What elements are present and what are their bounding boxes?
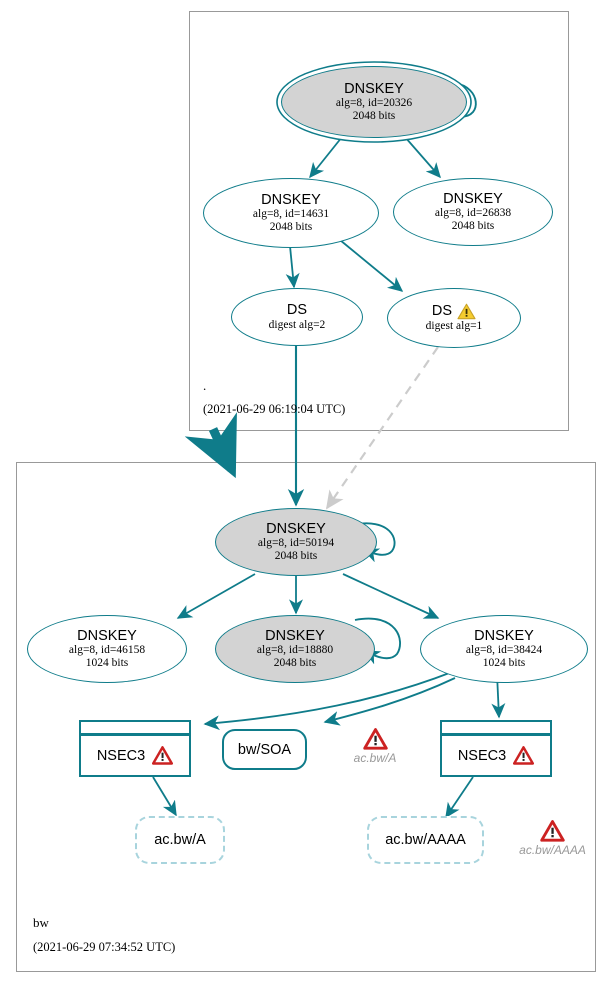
- zone-label-bw: bw: [33, 915, 49, 930]
- nsec3-label: NSEC3: [96, 747, 146, 764]
- node-dnskey-38424[interactable]: DNSKEY alg=8, id=38424 1024 bits: [420, 615, 588, 683]
- node-keysize: 2048 bits: [269, 220, 313, 233]
- node-title: DNSKEY: [265, 627, 325, 644]
- node-ds-digest-alg-2[interactable]: DS digest alg=2: [231, 288, 363, 346]
- error-triangle-icon: [513, 746, 535, 765]
- node-nsec3-right[interactable]: NSEC3: [440, 720, 552, 777]
- node-dnskey-18880[interactable]: DNSKEY alg=8, id=18880 2048 bits: [215, 615, 375, 683]
- node-params: alg=8, id=14631: [252, 208, 330, 221]
- node-params: alg=8, id=26838: [434, 207, 512, 220]
- error-caption: ac.bw/A: [353, 751, 397, 765]
- zone-label-root: .: [203, 378, 207, 393]
- rr-label: ac.bw/A: [154, 832, 206, 848]
- node-ac-bw-a[interactable]: ac.bw/A: [135, 816, 225, 864]
- node-ac-bw-aaaa[interactable]: ac.bw/AAAA: [367, 816, 484, 864]
- zone-container-bw: [16, 462, 596, 972]
- soa-label: bw/SOA: [237, 741, 292, 758]
- node-title: DNSKEY: [266, 520, 326, 537]
- rrset-header-bar: [442, 722, 550, 736]
- zone-container-root: [189, 11, 569, 431]
- node-dnskey-14631[interactable]: DNSKEY alg=8, id=14631 2048 bits: [203, 178, 379, 248]
- node-keysize: 1024 bits: [85, 656, 129, 669]
- node-keysize: 2048 bits: [451, 219, 495, 232]
- node-keysize: 1024 bits: [482, 656, 526, 669]
- error-marker-ac-bw-aaaa: ac.bw/AAAA: [505, 820, 600, 857]
- node-title: DNSKEY: [443, 190, 503, 207]
- node-title: DS: [286, 301, 308, 318]
- node-keysize: 2048 bits: [352, 109, 396, 122]
- node-params: alg=8, id=38424: [465, 644, 543, 657]
- error-marker-ac-bw-a: ac.bw/A: [342, 728, 408, 765]
- node-title: DNSKEY: [261, 191, 321, 208]
- rrset-header-bar: [81, 722, 189, 736]
- zone-timestamp-bw: (2021-06-29 07:34:52 UTC): [33, 940, 176, 954]
- error-triangle-icon: [540, 820, 565, 842]
- node-params: alg=8, id=50194: [257, 537, 335, 550]
- node-nsec3-left[interactable]: NSEC3: [79, 720, 191, 777]
- zone-timestamp-root: (2021-06-29 06:19:04 UTC): [203, 402, 346, 416]
- node-dnskey-20326[interactable]: DNSKEY alg=8, id=20326 2048 bits: [281, 66, 467, 138]
- node-params: alg=8, id=46158: [68, 644, 146, 657]
- node-params: alg=8, id=20326: [335, 97, 413, 110]
- node-params: digest alg=1: [425, 320, 483, 333]
- node-bw-soa[interactable]: bw/SOA: [222, 729, 307, 770]
- nsec3-label: NSEC3: [457, 747, 507, 764]
- error-triangle-icon: [152, 746, 174, 765]
- node-params: digest alg=2: [268, 318, 326, 331]
- node-title: DS: [431, 302, 453, 319]
- node-ds-digest-alg-1[interactable]: DS digest alg=1: [387, 288, 521, 348]
- warning-triangle-icon: [457, 303, 476, 320]
- node-dnskey-46158[interactable]: DNSKEY alg=8, id=46158 1024 bits: [27, 615, 187, 683]
- node-params: alg=8, id=18880: [256, 644, 334, 657]
- node-keysize: 2048 bits: [273, 656, 317, 669]
- node-title: DNSKEY: [344, 80, 404, 97]
- node-title: DNSKEY: [77, 627, 137, 644]
- node-title: DNSKEY: [474, 627, 534, 644]
- node-dnskey-26838[interactable]: DNSKEY alg=8, id=26838 2048 bits: [393, 178, 553, 246]
- error-caption: ac.bw/AAAA: [519, 843, 586, 857]
- error-triangle-icon: [362, 728, 388, 750]
- node-dnskey-50194[interactable]: DNSKEY alg=8, id=50194 2048 bits: [215, 508, 377, 576]
- node-keysize: 2048 bits: [274, 549, 318, 562]
- rr-label: ac.bw/AAAA: [385, 832, 466, 848]
